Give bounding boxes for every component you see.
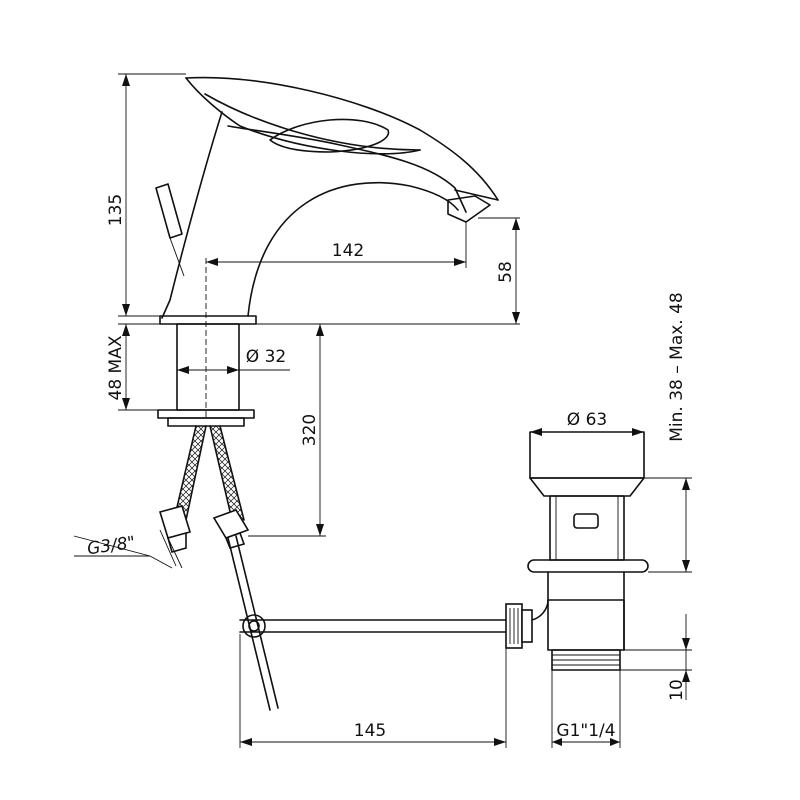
flexible-hoses xyxy=(158,425,279,711)
dim-135-label: 135 xyxy=(106,194,126,226)
dim-g38-label: G3/8" xyxy=(86,533,137,560)
dimension-lines xyxy=(73,73,692,748)
dim-48max-label: 48 MAX xyxy=(106,335,126,400)
popup-rod xyxy=(239,603,533,649)
dim-g1-1-4-label: G1"1/4 xyxy=(556,721,615,741)
faucet-body xyxy=(155,76,499,427)
dim-diameter-63-label: Ø 63 xyxy=(567,410,607,430)
dim-10-label: 10 xyxy=(667,679,687,701)
dim-142-label: 142 xyxy=(332,241,364,261)
dim-145-label: 145 xyxy=(354,721,386,741)
waste-assembly xyxy=(527,431,649,671)
dim-320-label: 320 xyxy=(300,414,320,446)
dim-diameter-32-label: Ø 32 xyxy=(246,347,286,367)
dim-min38-max48-label: Min. 38 – Max. 48 xyxy=(667,292,687,442)
dim-58-label: 58 xyxy=(496,261,516,283)
